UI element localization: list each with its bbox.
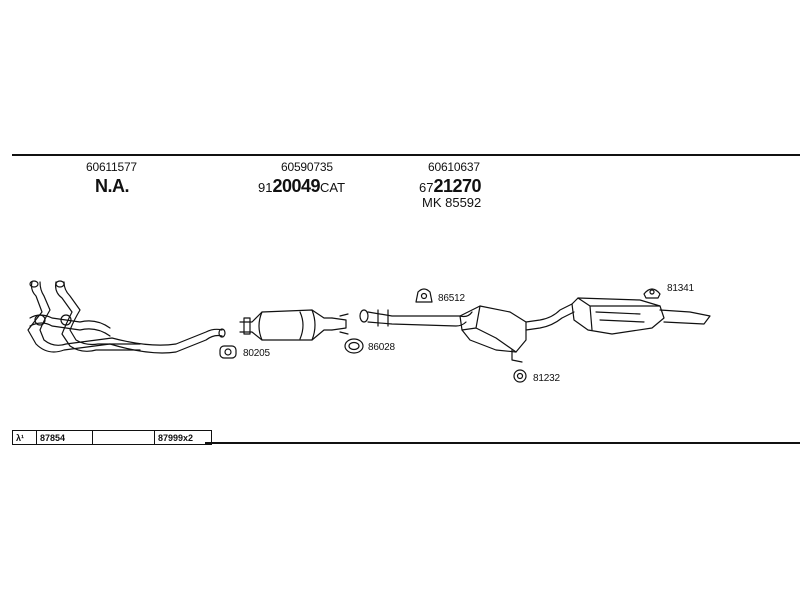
- parts-legend-table: λ¹ 87854 87999x2: [12, 430, 212, 445]
- callout-81341: 81341: [667, 283, 694, 294]
- column-2-code: 60590735: [281, 160, 333, 174]
- callout-86512: 86512: [438, 293, 465, 304]
- callout-86028: 86028: [368, 342, 395, 353]
- legend-part-87999: 87999x2: [158, 432, 194, 443]
- callout-81232: 81232: [533, 373, 560, 384]
- column-2-suffix: CAT: [320, 180, 346, 195]
- column-3-part: 21270: [433, 176, 482, 196]
- legend-lambda-symbol: λ¹: [13, 431, 37, 444]
- clamp-81232-drawing: [513, 369, 527, 383]
- column-3-code: 60610637: [428, 160, 480, 174]
- column-3-part-number: 6721270: [419, 176, 482, 197]
- gasket-80205-drawing: [219, 345, 237, 359]
- catalytic-converter-drawing: [239, 309, 349, 341]
- exhaust-manifold-drawing: [27, 280, 226, 354]
- column-1-part: N.A.: [95, 176, 130, 196]
- column-3-extra: MK 85592: [422, 195, 482, 210]
- bottom-divider: [205, 442, 800, 444]
- column-2-prefix: 91: [258, 180, 273, 195]
- rear-silencer-drawing: [571, 297, 711, 335]
- legend-part-87854: 87854: [37, 431, 93, 444]
- center-silencer-drawing: [359, 303, 575, 363]
- callout-80205: 80205: [243, 348, 270, 359]
- mount-86512-drawing: [415, 288, 433, 303]
- column-1-code: 60611577: [86, 160, 137, 174]
- column-2-part-number: 9120049CAT: [258, 176, 345, 197]
- column-2-part: 20049: [272, 176, 321, 196]
- hanger-81341-drawing: [643, 288, 661, 299]
- column-3-prefix: 67: [419, 180, 434, 195]
- legend-blank-cell: [93, 431, 155, 444]
- top-divider: [12, 154, 800, 156]
- ring-86028-drawing: [344, 338, 364, 354]
